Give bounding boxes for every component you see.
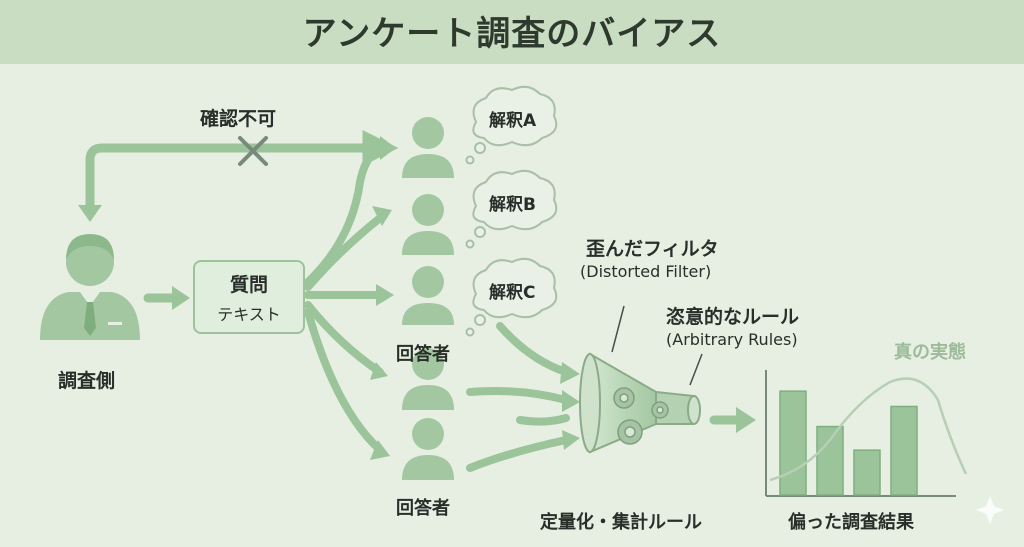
arrow-to-result <box>709 407 756 433</box>
cannot-confirm-label: 確認不可 <box>200 108 277 130</box>
respondent-5 <box>402 418 454 480</box>
arrow-to-question <box>143 286 190 310</box>
respondent-3 <box>402 266 454 325</box>
investigator-person-icon <box>40 234 140 340</box>
thought-bubble-c <box>465 257 558 337</box>
fan-arrows <box>304 144 388 454</box>
interpretation-b-label: 解釈B <box>489 195 536 215</box>
respondents-label-top: 回答者 <box>396 344 450 365</box>
question-label: 質問 <box>229 274 268 296</box>
chart-bar-3 <box>853 449 881 496</box>
question-text-box: 質問 テキスト <box>193 260 305 334</box>
biased-result-label: 偏った調査結果 <box>788 512 914 533</box>
investigator-label: 調査側 <box>58 370 116 392</box>
distorted-filter-label: 歪んだフィルタ <box>586 238 719 260</box>
arbitrary-rules-label: 恣意的なルール <box>666 306 800 328</box>
rules-pointer-line <box>689 353 703 386</box>
chart-bar-1 <box>779 390 807 496</box>
chart-bar-4 <box>890 405 918 496</box>
respondent-2 <box>402 194 454 255</box>
funnel-input-arrow-heads <box>560 362 580 450</box>
respondent-icons <box>402 117 454 480</box>
respondents-label-bottom: 回答者 <box>396 498 450 519</box>
true-state-label: 真の実態 <box>894 342 966 363</box>
filter-pointer-line <box>611 305 625 353</box>
quantification-rules-label: 定量化・集計ルール <box>540 512 702 533</box>
interpretation-a-label: 解釈A <box>489 111 537 131</box>
interpretation-c-label: 解釈C <box>489 283 536 303</box>
fan-arrow-heads <box>370 136 396 460</box>
chart-bar-2 <box>816 425 844 496</box>
distorted-filter-en-label: (Distorted Filter) <box>580 262 712 281</box>
distorted-filter-funnel <box>579 305 703 454</box>
feedback-arrow-head <box>78 205 102 222</box>
thought-bubble-a <box>465 85 558 165</box>
arbitrary-rules-en-label: (Arbitrary Rules) <box>666 330 798 349</box>
feedback-arrow <box>85 130 399 215</box>
gear-icon <box>613 387 669 445</box>
true-state-curve <box>769 377 968 482</box>
sparkle-icon <box>976 496 1004 524</box>
cross-mark-icon <box>238 136 268 166</box>
result-chart <box>765 370 968 497</box>
funnel-input-arrows <box>466 322 570 472</box>
question-text-label: テキスト <box>217 305 281 324</box>
respondent-4 <box>402 348 454 410</box>
title-band <box>0 0 1024 64</box>
respondent-1 <box>402 117 454 178</box>
thought-bubble-b <box>465 169 558 249</box>
page-title: アンケート調査のバイアス <box>302 14 722 54</box>
